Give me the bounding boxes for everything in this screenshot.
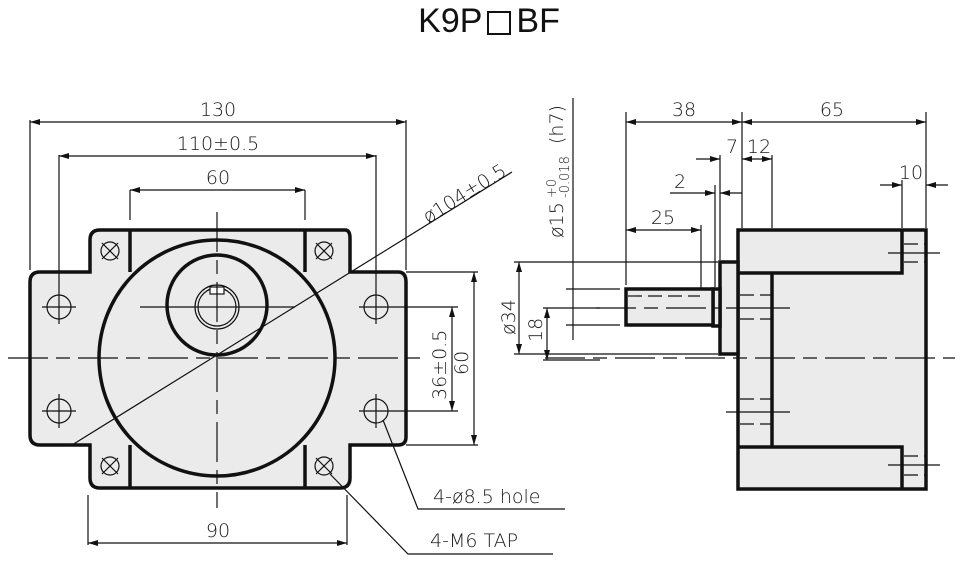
- dim-center-height: 18: [525, 318, 547, 342]
- dim-shaft-tol-lower: -0.018: [558, 156, 573, 198]
- dim-shoulder: 2: [674, 171, 686, 193]
- dim-pilot-diameter: ø34: [498, 299, 520, 335]
- dim-pilot-length: 7: [726, 136, 738, 158]
- callout-through-hole: 4-ø8.5 hole: [433, 486, 540, 508]
- motor-body: [736, 228, 928, 491]
- title-prefix: K9P: [418, 2, 483, 40]
- body-step-bottom: [738, 445, 904, 489]
- dim-body-length: 65: [820, 99, 844, 121]
- output-shaft: [624, 287, 715, 327]
- drawing-title: K9P BF: [0, 2, 978, 41]
- dim-hole-vertical-pitch: 36±0.5: [429, 330, 451, 400]
- front-view: 130 110±0.5 60 90 ø104±0.5 36±0.5 60 4-ø…: [8, 99, 565, 555]
- dim-shaft-length: 38: [672, 99, 696, 121]
- dim-key-length: 25: [651, 207, 675, 229]
- dim-mount-hole-pitch: 110±0.5: [177, 133, 259, 155]
- tap-callout-leader: [329, 473, 553, 555]
- dim-flange-ear-span: 60: [206, 167, 230, 189]
- dim-overall-width: 130: [200, 99, 236, 121]
- callout-tapped-hole: 4-M6 TAP: [430, 530, 518, 552]
- dim-shaft-tol-upper: +0: [545, 179, 560, 198]
- title-square-symbol: [487, 10, 512, 35]
- dim-bottom-ear-span: 90: [206, 520, 230, 542]
- dim-flange-height: 60: [451, 351, 473, 375]
- dim-flange-offset: 12: [747, 136, 771, 158]
- dim-pilot-diameter: ø104±0.5: [419, 160, 510, 228]
- through-hole-icon: [42, 290, 393, 428]
- tapped-hole-icon: [100, 241, 334, 476]
- dim-shaft-fit: (h7): [546, 105, 568, 144]
- body-step-top: [738, 230, 904, 275]
- title-suffix: BF: [516, 2, 560, 40]
- hole-callout-leader: [382, 419, 565, 510]
- diameter-leader: [71, 171, 513, 446]
- dim-flange-thickness: 10: [899, 162, 923, 184]
- dim-shaft-diameter: ø15: [546, 202, 568, 238]
- side-view: 38 65 7 12 2 25 10 ø15 +0 -0.018: [498, 98, 955, 491]
